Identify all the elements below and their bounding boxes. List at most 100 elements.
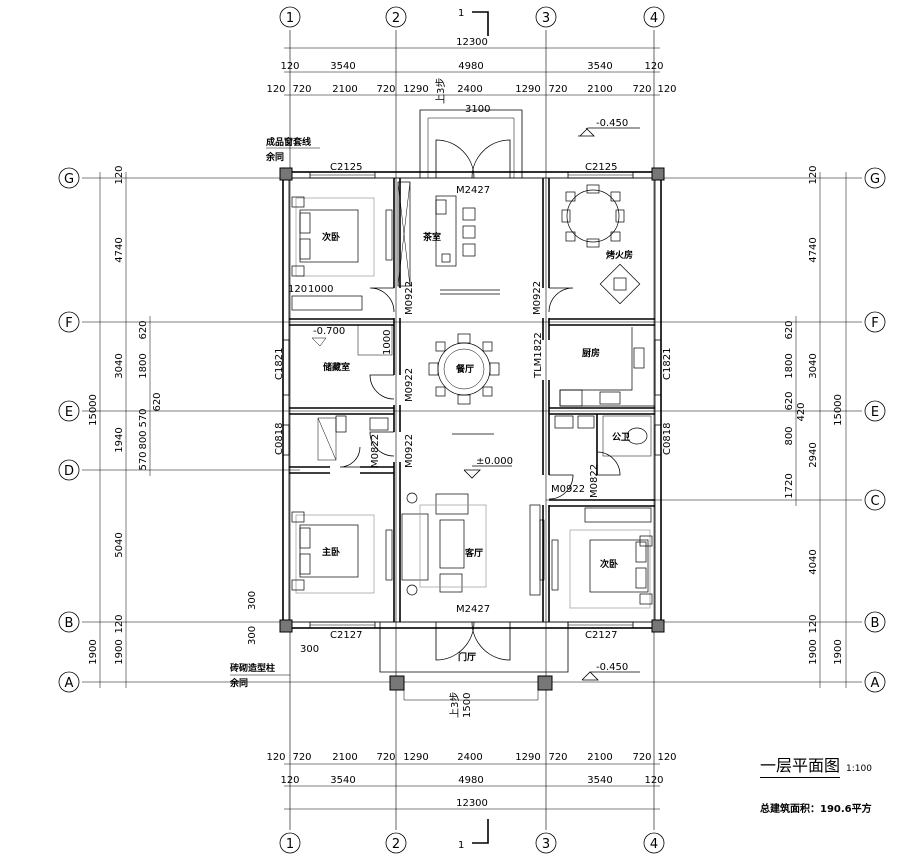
svg-text:570: 570 bbox=[138, 451, 149, 470]
window-label: C2125 bbox=[330, 162, 362, 173]
wardrobe-nw bbox=[291, 295, 363, 311]
wc-west bbox=[317, 415, 389, 461]
room-label: 客厅 bbox=[464, 547, 483, 559]
axis-label: G bbox=[64, 172, 74, 187]
sofa bbox=[401, 492, 487, 596]
svg-text:2100: 2100 bbox=[332, 84, 357, 95]
svg-text:620: 620 bbox=[784, 391, 795, 410]
svg-text:上3步: 上3步 bbox=[449, 692, 461, 718]
svg-text:120: 120 bbox=[644, 775, 663, 786]
interior-walls bbox=[289, 178, 655, 622]
svg-text:2100: 2100 bbox=[332, 752, 357, 763]
columns bbox=[279, 167, 665, 691]
door-label: M2427 bbox=[456, 185, 490, 196]
svg-text:620: 620 bbox=[152, 392, 163, 411]
svg-text:620: 620 bbox=[138, 320, 149, 339]
door-label: M0922 bbox=[404, 368, 415, 402]
door-label: M0822 bbox=[370, 434, 381, 468]
svg-text:120: 120 bbox=[114, 165, 125, 184]
svg-text:1800: 1800 bbox=[784, 353, 795, 378]
note: 砖砌造型柱 bbox=[230, 662, 275, 674]
svg-text:120: 120 bbox=[644, 61, 663, 72]
shelving-w bbox=[397, 181, 411, 287]
svg-text:2940: 2940 bbox=[808, 442, 819, 467]
note: 300 bbox=[247, 626, 258, 645]
svg-text:1900: 1900 bbox=[114, 639, 125, 664]
room-label: 次卧 bbox=[322, 231, 340, 243]
svg-text:720: 720 bbox=[376, 752, 395, 763]
axis-label: A bbox=[65, 676, 74, 691]
svg-text:1900: 1900 bbox=[808, 639, 819, 664]
door-label: M0922 bbox=[551, 484, 585, 495]
axis-label: A bbox=[871, 676, 880, 691]
total-area: 总建筑面积：190.6平方 bbox=[760, 804, 872, 815]
kitchen-counter bbox=[559, 327, 655, 407]
svg-text:3540: 3540 bbox=[330, 61, 355, 72]
door-label: M0822 bbox=[589, 464, 600, 498]
svg-text:1900: 1900 bbox=[88, 639, 99, 664]
room-label: 储藏室 bbox=[323, 361, 350, 373]
svg-text:1940: 1940 bbox=[114, 427, 125, 452]
svg-text:420: 420 bbox=[796, 402, 807, 421]
main-door-top bbox=[435, 139, 511, 179]
room-label: 茶室 bbox=[422, 231, 441, 243]
svg-text:1: 1 bbox=[458, 840, 464, 851]
porch-top: 上3步 3100 bbox=[419, 78, 523, 178]
svg-text:3100: 3100 bbox=[465, 104, 490, 115]
main-door-bottom bbox=[435, 621, 511, 661]
svg-text:上3步: 上3步 bbox=[435, 78, 447, 104]
svg-text:15000: 15000 bbox=[833, 394, 844, 426]
room-label: 门厅 bbox=[458, 651, 476, 663]
window-label: C2127 bbox=[585, 630, 617, 641]
svg-text:2400: 2400 bbox=[457, 752, 482, 763]
svg-text:1720: 1720 bbox=[784, 473, 795, 498]
svg-text:720: 720 bbox=[548, 752, 567, 763]
level-marker-main: ±0.000 bbox=[463, 456, 513, 479]
round-dining-table bbox=[428, 333, 500, 405]
room-label: 烤火房 bbox=[606, 249, 633, 261]
axis-label: D bbox=[64, 464, 74, 479]
svg-text:4980: 4980 bbox=[458, 61, 483, 72]
svg-text:120: 120 bbox=[808, 165, 819, 184]
round-dining-table-ne bbox=[561, 184, 625, 248]
svg-text:-0.450: -0.450 bbox=[596, 662, 628, 673]
window-label: C0818 bbox=[274, 423, 285, 455]
room-label: 次卧 bbox=[600, 558, 618, 570]
axis-bubbles-right: G F E C B A bbox=[864, 167, 886, 693]
svg-text:120: 120 bbox=[280, 775, 299, 786]
axis-label: 2 bbox=[392, 837, 400, 852]
wc-east bbox=[554, 415, 652, 457]
svg-text:120: 120 bbox=[266, 84, 285, 95]
svg-text:720: 720 bbox=[292, 84, 311, 95]
svg-text:1290: 1290 bbox=[403, 752, 428, 763]
tea-table bbox=[435, 195, 500, 295]
svg-text:15000: 15000 bbox=[88, 394, 99, 426]
room-label: 公卫 bbox=[612, 432, 630, 443]
svg-text:720: 720 bbox=[632, 752, 651, 763]
axis-label: 3 bbox=[542, 837, 550, 852]
note: 余同 bbox=[265, 151, 284, 163]
svg-text:5040: 5040 bbox=[114, 532, 125, 557]
level-marker-bottom: -0.450 bbox=[581, 662, 640, 681]
tv-cabinet bbox=[529, 504, 545, 596]
axis-label: E bbox=[871, 405, 879, 420]
svg-text:1900: 1900 bbox=[833, 639, 844, 664]
bed-se bbox=[551, 507, 653, 609]
drawing-title: 一层平面图 bbox=[760, 752, 841, 778]
axis-bubbles-top: 1 2 3 4 bbox=[279, 6, 665, 28]
door-label: M0922 bbox=[404, 434, 415, 468]
svg-text:720: 720 bbox=[632, 84, 651, 95]
window-label: C0818 bbox=[662, 423, 673, 455]
svg-text:800: 800 bbox=[784, 426, 795, 445]
axis-label: C bbox=[870, 494, 879, 509]
svg-text:1290: 1290 bbox=[515, 752, 540, 763]
note: 1000 bbox=[308, 284, 333, 295]
bed-master bbox=[291, 511, 393, 594]
svg-text:2100: 2100 bbox=[587, 752, 612, 763]
svg-text:-0.450: -0.450 bbox=[596, 118, 628, 129]
axis-label: F bbox=[65, 316, 72, 331]
svg-text:720: 720 bbox=[548, 84, 567, 95]
door-label: M0922 bbox=[532, 281, 543, 315]
door-label: TLM1822 bbox=[533, 332, 544, 379]
